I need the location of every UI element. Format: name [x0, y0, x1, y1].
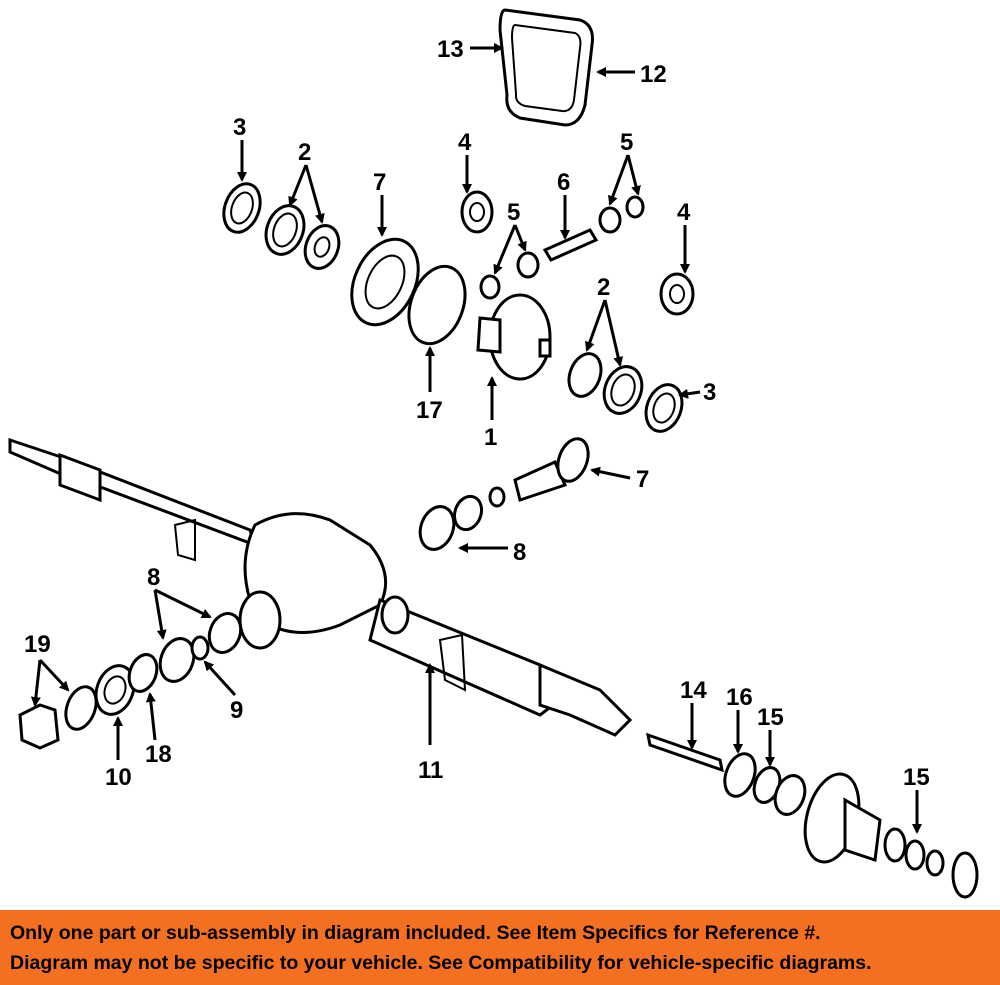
callout-13: 13	[437, 36, 464, 63]
ring-gear	[350, 237, 420, 327]
callout-15-upper: 15	[757, 704, 784, 731]
callout-14: 14	[680, 677, 707, 704]
callout-9: 9	[230, 697, 243, 724]
disclaimer-banner: Only one part or sub-assembly in diagram…	[0, 910, 1000, 985]
bearing-cup-3-left	[222, 182, 262, 234]
callout-7-upper: 7	[373, 169, 386, 196]
bearing-cone-2-left	[303, 224, 341, 270]
seal-19	[64, 685, 98, 731]
callout-3-left: 3	[233, 114, 246, 141]
differential-case	[476, 293, 552, 381]
axle-shaft-14	[646, 732, 724, 773]
callout-15-lower: 15	[903, 764, 930, 791]
callout-5-right: 5	[620, 129, 633, 156]
callout-17: 17	[416, 397, 443, 424]
callout-7-lower: 7	[636, 466, 649, 493]
bearing-cup-3-right	[644, 383, 684, 433]
callout-8-right: 8	[513, 539, 526, 566]
callout-8-left: 8	[147, 564, 160, 591]
callout-16: 16	[726, 684, 753, 711]
yoke-19	[18, 703, 60, 750]
disclaimer-line-1: Only one part or sub-assembly in diagram…	[10, 921, 821, 944]
cross-shaft-6	[542, 228, 599, 262]
callout-3-right: 3	[703, 379, 716, 406]
bearing-8-left	[158, 612, 243, 683]
bearing-cup-2-left	[264, 204, 306, 256]
axle-housing	[8, 437, 633, 737]
bearing-10	[94, 664, 136, 716]
callout-19: 19	[24, 631, 51, 658]
exploded-axle-diagram: 13 12 3 2 7 4 5 6 5 4 17 1 2 3 7 8 8 9 1…	[8, 8, 979, 899]
pinion-gear-5-right	[598, 195, 645, 234]
side-gear-4-right	[659, 272, 695, 316]
pinion-gear-5	[516, 251, 540, 279]
disclaimer-line-2: Diagram may not be specific to your vehi…	[10, 951, 872, 974]
bearing-cup-2-right	[602, 365, 644, 415]
pinion-shaft-7	[513, 437, 590, 502]
side-gear-4-upper	[460, 190, 494, 234]
callout-labels: 13 12 3 2 7 4 5 6 5 4 17 1 2 3 7 8 8 9 1…	[24, 36, 930, 791]
seal-ring-17	[407, 264, 467, 346]
pinion-bearings-8	[418, 486, 506, 551]
callout-6: 6	[557, 169, 570, 196]
callout-12: 12	[640, 61, 667, 88]
bearing-16	[723, 752, 757, 798]
callout-10: 10	[105, 764, 132, 791]
callout-arrows	[30, 43, 922, 834]
callout-11: 11	[418, 757, 443, 784]
callout-5-left: 5	[507, 199, 520, 226]
thrust-washer-5	[479, 274, 501, 300]
callout-4-right: 4	[677, 199, 691, 226]
bearing-cone-2-right	[567, 352, 603, 398]
cover-gasket	[498, 8, 594, 127]
callout-4-upper: 4	[458, 129, 472, 156]
callout-2-left: 2	[298, 139, 311, 166]
callout-18: 18	[145, 741, 172, 768]
bearings-15-upper	[752, 766, 807, 816]
shim-18	[127, 653, 159, 693]
callout-1: 1	[484, 424, 497, 451]
hub-assembly	[803, 772, 979, 899]
callout-2-right: 2	[597, 274, 610, 301]
